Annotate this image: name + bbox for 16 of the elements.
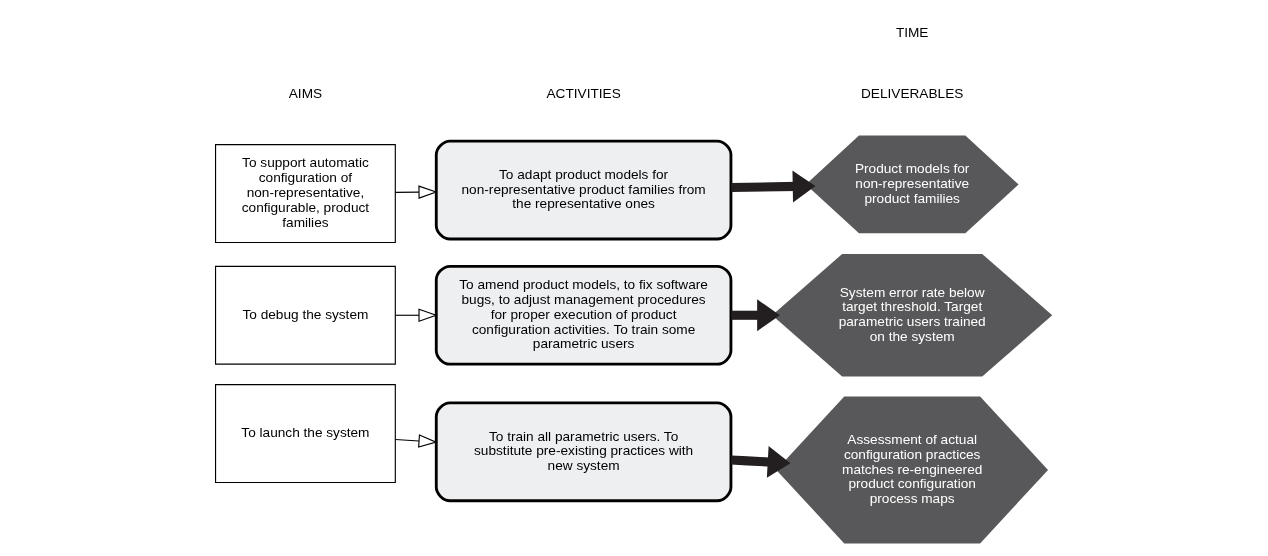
node-box: To support automatic configuration of non-representative, configurable, product families	[215, 144, 396, 243]
arrow	[394, 185, 438, 199]
label: ACTIVITIES	[546, 86, 621, 102]
label: AIMS	[288, 86, 323, 102]
node-box: To adapt product models for non-representative product families from the representative ones	[434, 139, 733, 241]
node-box: To amend product models, to fix software bugs, to adjust management procedures for proper execution of product configuration activities. To train some parametric users	[434, 264, 733, 366]
arrow	[731, 170, 816, 203]
label: DELIVERABLES	[861, 86, 964, 102]
arrow	[394, 308, 438, 323]
node-box: To train all parametric users. To substitute pre-existing practices with new system	[434, 401, 733, 503]
arrow	[394, 434, 438, 448]
arrow	[730, 446, 791, 478]
node-box: To launch the system	[215, 384, 396, 484]
label: TIME	[895, 24, 929, 40]
node-box: To debug the system	[215, 265, 396, 365]
arrow	[731, 299, 780, 332]
